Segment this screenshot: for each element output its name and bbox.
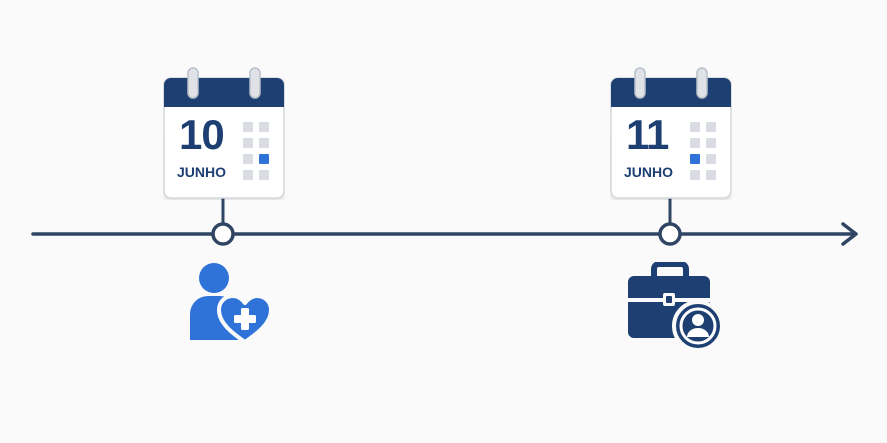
calendar-icon: 11 JUNHO (610, 66, 732, 200)
milestone-marker-2 (658, 222, 682, 246)
person-health-icon (186, 262, 276, 349)
calendar-month: JUNHO (177, 164, 227, 180)
calendar-graphic (163, 67, 285, 199)
briefcase-person-icon (626, 261, 726, 357)
calendar-month: JUNHO (624, 164, 674, 180)
calendar-day: 10 (179, 111, 225, 158)
calendar-icon: 10 JUNHO (163, 66, 285, 200)
timeline-arrowhead (841, 222, 858, 246)
milestone-marker-1 (211, 222, 235, 246)
calendar-graphic (610, 67, 732, 199)
calendar-day: 11 (626, 111, 669, 158)
